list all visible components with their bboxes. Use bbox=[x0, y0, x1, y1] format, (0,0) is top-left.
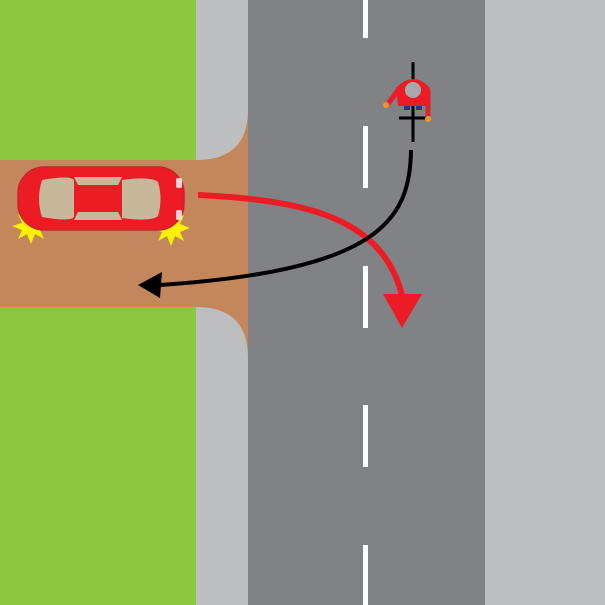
cyclist-top-view-icon bbox=[383, 62, 431, 142]
footpath-right bbox=[485, 0, 605, 605]
lane-markings bbox=[363, 0, 368, 605]
car-top-view-icon bbox=[17, 166, 185, 231]
car-path-arrow bbox=[197, 192, 422, 328]
cyclist-path-arrow bbox=[138, 149, 413, 298]
